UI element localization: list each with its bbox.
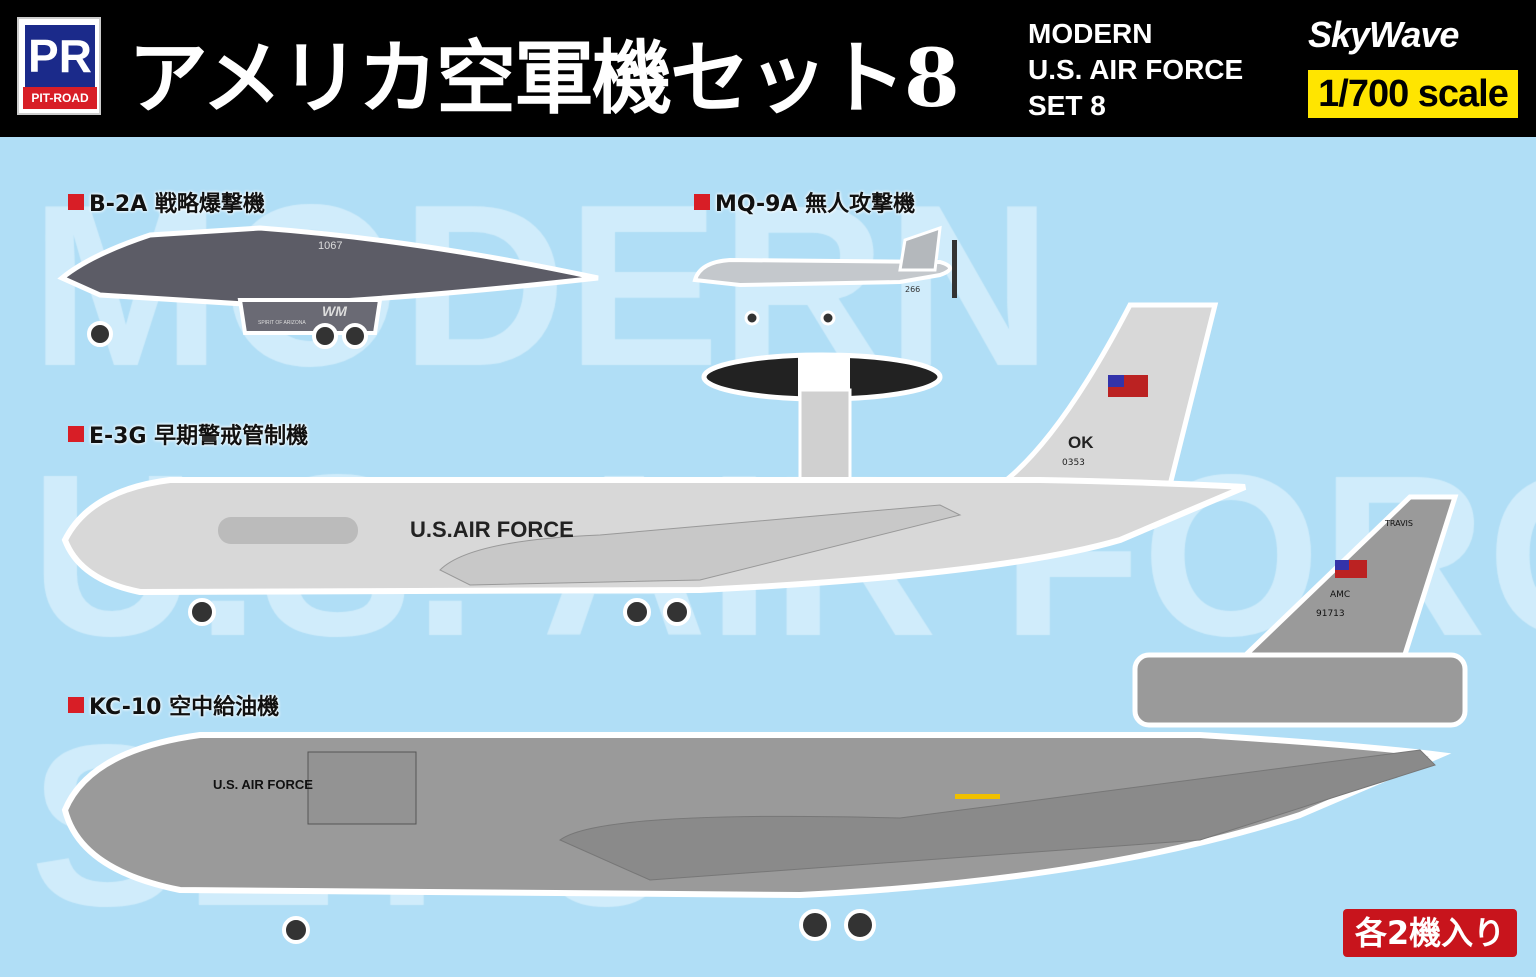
kc10-amc: AMC (1330, 590, 1350, 600)
e3-tail-code: OK (1068, 433, 1094, 452)
skywave-logo: SkyWave (1308, 14, 1459, 55)
label-text: B-2A 戦略爆撃機 (89, 192, 265, 217)
b2-bomber: 1067 WM SPIRIT OF ARIZONA (57, 225, 599, 349)
b2-serial: 1067 (318, 240, 342, 252)
kc10-travis: TRAVIS (1384, 519, 1413, 528)
red-square-icon (68, 194, 84, 210)
scale-badge: 1/700 scale (1308, 70, 1518, 118)
logo-text: PIT-ROAD (23, 87, 97, 109)
title-en-line: U.S. AIR FORCE (1028, 54, 1244, 85)
mq9-serial: 266 (905, 285, 920, 294)
kc10-usaf-text: U.S. AIR FORCE (213, 777, 313, 792)
b2-tail-code: WM (322, 303, 347, 319)
e3-serial: 0353 (1062, 458, 1085, 468)
logo-mark: PR (25, 25, 95, 87)
e3g-awacs: U.S.AIR FORCE OK 0353 (61, 302, 1247, 626)
label-kc10: KC-10 空中給油機 (68, 689, 279, 721)
label-mq9a: MQ-9A 無人攻撃機 (694, 186, 915, 218)
red-square-icon (68, 426, 84, 442)
title-english: MODERN U.S. AIR FORCE SET 8 (1028, 16, 1243, 124)
b2-aircraft-name: SPIRIT OF ARIZONA (258, 320, 306, 326)
kc10-serial: 91713 (1316, 609, 1345, 619)
red-square-icon (694, 194, 710, 210)
kc10-tanker: U.S. AIR FORCE AMC 91713 TRAVIS (61, 494, 1468, 944)
quantity-badge: 各2機入り (1343, 909, 1517, 957)
red-square-icon (68, 697, 84, 713)
title-en-line: SET 8 (1028, 90, 1106, 121)
title-en-line: MODERN (1028, 18, 1153, 49)
header-bar: PR PIT-ROAD アメリカ空軍機セット8 MODERN U.S. AIR … (0, 0, 1536, 137)
label-b2a: B-2A 戦略爆撃機 (68, 186, 265, 218)
label-text: KC-10 空中給油機 (89, 695, 280, 720)
e3-usaf-text: U.S.AIR FORCE (410, 517, 574, 542)
label-text: MQ-9A 無人攻撃機 (715, 192, 916, 217)
title-japanese: アメリカ空軍機セット8 (128, 31, 960, 125)
mq9-drone: 266 (692, 225, 957, 326)
label-e3g: E-3G 早期警戒管制機 (68, 418, 308, 450)
pit-road-logo: PR PIT-ROAD (17, 17, 101, 115)
label-text: E-3G 早期警戒管制機 (89, 424, 309, 449)
